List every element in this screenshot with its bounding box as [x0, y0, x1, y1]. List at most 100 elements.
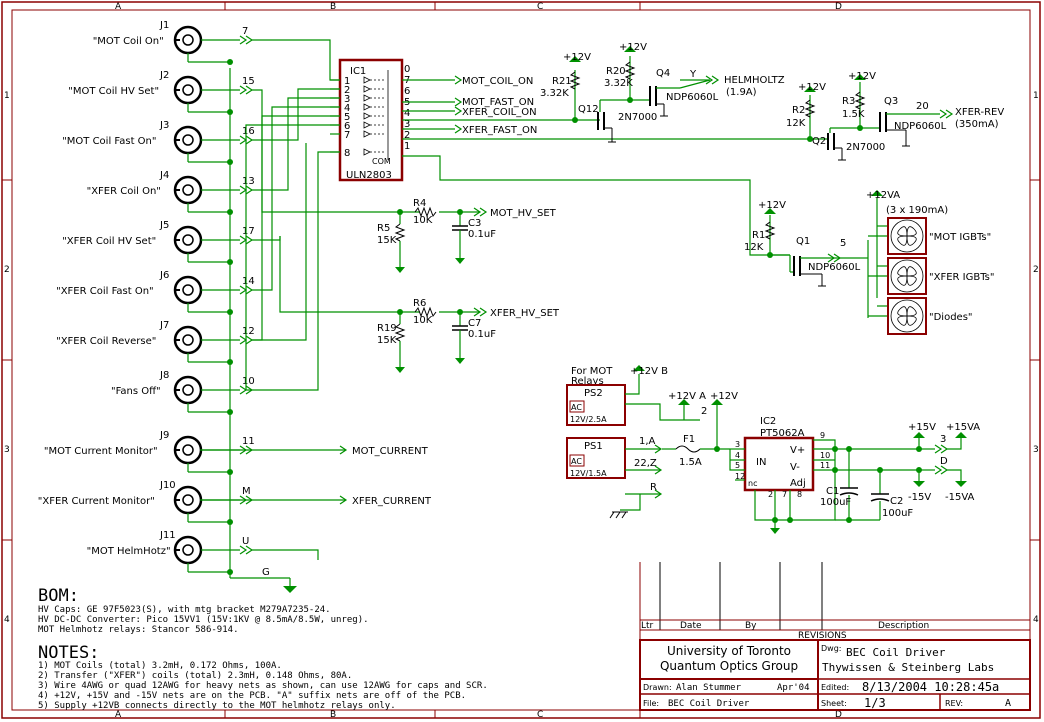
col-label-a-bottom: A [115, 710, 122, 720]
q4-part: NDP6060L [666, 92, 719, 103]
ic1-output-nets: MOT_COIL_ON MOT_FAST_ON XFER_COIL_ON XFE… [402, 75, 813, 256]
q2-part: 2N7000 [846, 142, 885, 153]
dwg-label: Dwg: [821, 644, 841, 653]
hv-net: MOT_HV_SET [490, 208, 557, 219]
ic1-pin-left: 5 [344, 112, 350, 123]
hv-cap-ref: C7 [468, 318, 481, 329]
fan-label: "XFER IGBTs" [929, 272, 994, 283]
q-top-out-current: (1.9A) [726, 87, 757, 98]
connector-label: "XFER Coil Fast On" [56, 286, 154, 297]
rail-p15: +15V [908, 422, 936, 433]
fan-pin: 5 [840, 238, 846, 249]
ic2-pin-nc: nc [748, 479, 757, 488]
ic1-pin-left: 1 [344, 76, 350, 87]
rev-title: REVISIONS [798, 631, 847, 641]
ic2-part: PT5062A [760, 428, 805, 439]
note-line-4: 4) +12V, +15V and -15V nets are on the P… [38, 691, 466, 701]
ps2-ac: AC [571, 403, 582, 412]
monitor-nets: MOT_CURRENT XFER_CURRENT [200, 445, 432, 507]
org-line-2: Quantum Optics Group [660, 659, 798, 673]
rail-m15: -15V [908, 492, 931, 503]
connector-ref: J5 [159, 220, 169, 231]
connector-pin: M [242, 486, 251, 497]
fan-count: (3 x 190mA) [886, 205, 948, 216]
connector-label: "Fans Off" [111, 386, 161, 397]
connector-ref: J6 [159, 270, 169, 281]
c1-ref: C1 [826, 486, 839, 497]
c2-ref: C2 [890, 496, 903, 507]
revisions-table: Ltr Date By Description REVISIONS [639, 562, 1030, 641]
connector-label: "MOT Coil Fast On" [62, 136, 156, 147]
org-line-1: University of Toronto [667, 644, 791, 658]
fan-v12: +12V [758, 200, 786, 211]
connector-pin: 13 [242, 176, 255, 187]
connector-ref: J11 [159, 530, 176, 541]
rail-p15a: +15VA [946, 422, 980, 433]
hv-cap-val: 0.1uF [468, 329, 496, 340]
q12-part: 2N7000 [618, 112, 657, 123]
row-label-1-right: 1 [1033, 91, 1039, 101]
rev-col-by: By [745, 621, 757, 631]
note-line-3: 3) Wire 4AWG or quad 12AWG for heavy net… [38, 681, 488, 691]
rail-m15a: -15VA [945, 492, 975, 503]
ic1-pin-left: 3 [344, 94, 350, 105]
file-label: File: [643, 699, 659, 708]
col-label-d: D [835, 2, 842, 12]
ic1-pin-right: 3 [404, 119, 410, 130]
r1-val: 12K [744, 242, 764, 253]
rev-col-description: Description [878, 621, 929, 631]
ic2-pin-number: 3 [735, 440, 740, 449]
connector-ref: J7 [159, 320, 169, 331]
q3-ref: Q3 [884, 96, 898, 107]
fan-driver: +12V R1 12K Q1 NDP6060L 5 +12VA (3 x 190… [744, 190, 994, 335]
connector-pin: U [242, 536, 249, 547]
ic1-com: COM [372, 157, 391, 166]
helmholtz-driver: +12V R21 3.32K +12V R20 3.32K Q12 2N7000… [540, 42, 785, 143]
hv-rtop-val: 10K [413, 315, 433, 326]
ps2-v12b: +12V B [630, 366, 668, 377]
hv-rbot-val: 15K [377, 235, 397, 246]
ic1-pin-right: 1 [404, 141, 410, 152]
r2-ref: R2 [792, 105, 805, 116]
connector-ref: J10 [159, 480, 176, 491]
notes-title: NOTES: [38, 643, 99, 663]
hv-rbot-val: 15K [377, 335, 397, 346]
rev-label: REV: [945, 699, 963, 708]
connector-label: "XFER Coil HV Set" [62, 236, 156, 247]
ps1-pin1a: 1,A [639, 436, 656, 447]
connector-label: "MOT Coil HV Set" [68, 86, 159, 97]
ps1-pinR: R [650, 482, 657, 493]
r1-ref: R1 [752, 230, 765, 241]
edited-date: 8/13/2004 10:28:45a [862, 680, 999, 694]
q-right-v12-b: +12V [848, 71, 876, 82]
connector-label: "MOT Coil On" [93, 36, 164, 47]
connector-ref: J2 [159, 70, 169, 81]
ic1-pin-left: 6 [344, 121, 350, 132]
ps1-ac: AC [571, 457, 582, 466]
net-xfer-current: XFER_CURRENT [352, 496, 432, 507]
bom-line-3: MOT Helmhotz relays: Stancor 586-914. [38, 625, 238, 635]
xfer-rev-driver: +12V R2 12K +12V R3 1.5K Q2 2N7000 Q3 ND… [786, 71, 1004, 161]
net-mot-fast-on: MOT_FAST_ON [462, 97, 534, 108]
col-label-c-bottom: C [537, 710, 543, 720]
pwr-v12: +12V [710, 391, 738, 402]
ic1-pin-right: 0 [404, 64, 410, 75]
ic2-pin-number: 11 [820, 461, 830, 470]
note-line-1: 1) MOT Coils (total) 3.2mH, 0.172 Ohms, … [38, 661, 282, 671]
bom-and-notes: BOM: HV Caps: GE 97F5023(S), with mtg br… [38, 586, 488, 711]
relay-note-2: Relays [571, 376, 604, 387]
hv-rtop-val: 10K [413, 215, 433, 226]
connector-label: "XFER Current Monitor" [38, 496, 155, 507]
ic2-pin-number: 8 [797, 490, 802, 499]
title-block: University of Toronto Quantum Optics Gro… [639, 639, 1031, 711]
